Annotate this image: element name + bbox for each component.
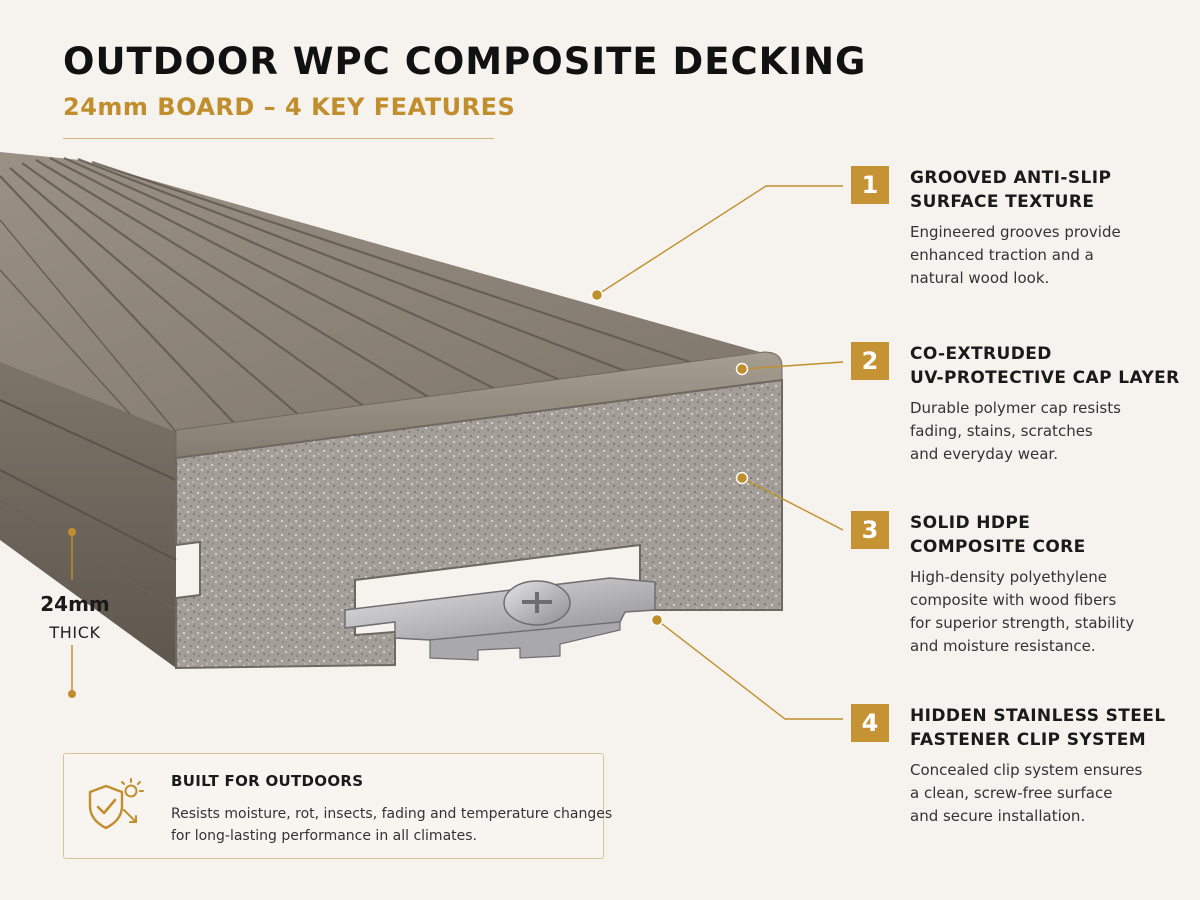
feature-desc-2: Durable polymer cap resists fading, stai…	[910, 399, 1121, 463]
feature-title-4: HIDDEN STAINLESS STEEL FASTENER CLIP SYS…	[910, 706, 1166, 750]
shield-check-sun-icon	[88, 778, 144, 830]
page-title: OUTDOOR WPC COMPOSITE DECKING	[63, 40, 867, 83]
leader-line-3	[741, 477, 844, 531]
page-subtitle: 24mm BOARD – 4 KEY FEATURES	[63, 93, 516, 121]
feature-title-3: SOLID HDPE COMPOSITE CORE	[910, 513, 1086, 557]
feature-badge-4: 4	[851, 704, 889, 742]
callout-leader-lines	[596, 185, 844, 720]
leader-line-1	[596, 185, 843, 296]
feature-badge-2: 2	[851, 342, 889, 380]
outdoor-info-box: BUILT FOR OUTDOORS Resists moisture, rot…	[63, 753, 612, 859]
info-box-text: Resists moisture, rot, insects, fading a…	[171, 806, 613, 844]
callout-dot-1	[590, 288, 604, 302]
feature-desc-1: Engineered grooves provide enhanced trac…	[910, 223, 1121, 287]
feature-title-1: GROOVED ANTI-SLIP SURFACE TEXTURE	[910, 168, 1112, 212]
feature-badge-3: 3	[851, 511, 889, 549]
feature-desc-4: Concealed clip system ensures a clean, s…	[910, 761, 1143, 825]
feature-badge-1: 1	[851, 166, 889, 204]
callout-dot-4	[650, 613, 664, 627]
info-box-title: BUILT FOR OUTDOORS	[171, 772, 364, 790]
title-divider	[63, 138, 494, 139]
callout-dot-2	[735, 362, 749, 376]
feature-desc-3: High-density polyethylene composite with…	[910, 568, 1135, 655]
thickness-value: 24mm	[40, 592, 110, 616]
fastener-clip	[344, 577, 656, 661]
leader-line-2	[741, 361, 844, 370]
callout-dot-3	[735, 471, 749, 485]
feature-title-2: CO-EXTRUDED UV-PROTECTIVE CAP LAYER	[910, 344, 1180, 388]
leader-line-4	[656, 619, 843, 720]
surface-grooves	[0, 156, 691, 433]
thickness-marker	[68, 528, 76, 698]
thickness-label: THICK	[49, 623, 101, 642]
board-top-surface	[0, 152, 760, 432]
cap-layer	[175, 351, 783, 459]
